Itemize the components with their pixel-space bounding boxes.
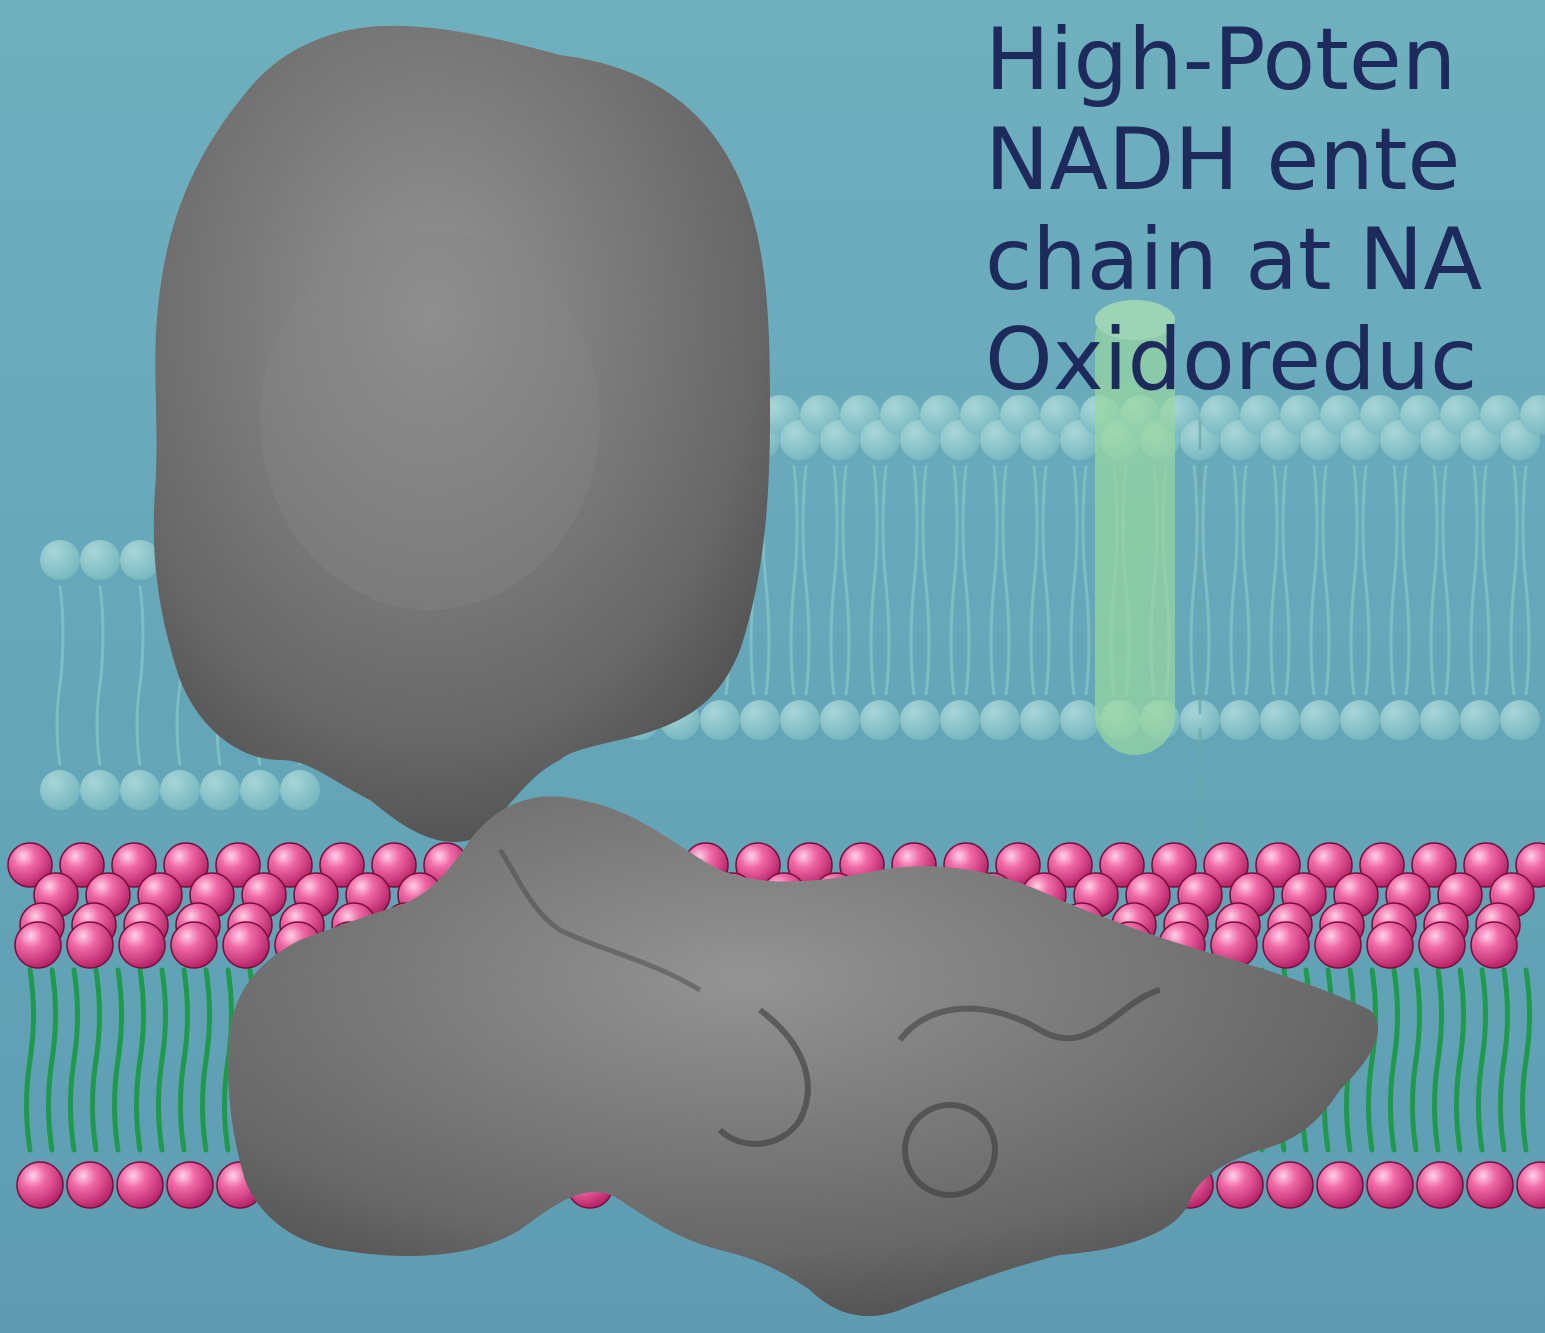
title-line-2: NADH ente bbox=[985, 110, 1545, 210]
title-line-1: High-Poten bbox=[985, 10, 1545, 110]
slide-title: High-Poten NADH ente chain at NA Oxidore… bbox=[985, 10, 1545, 410]
title-line-3: chain at NA bbox=[985, 210, 1545, 310]
title-line-4: Oxidoreduc bbox=[985, 310, 1545, 410]
